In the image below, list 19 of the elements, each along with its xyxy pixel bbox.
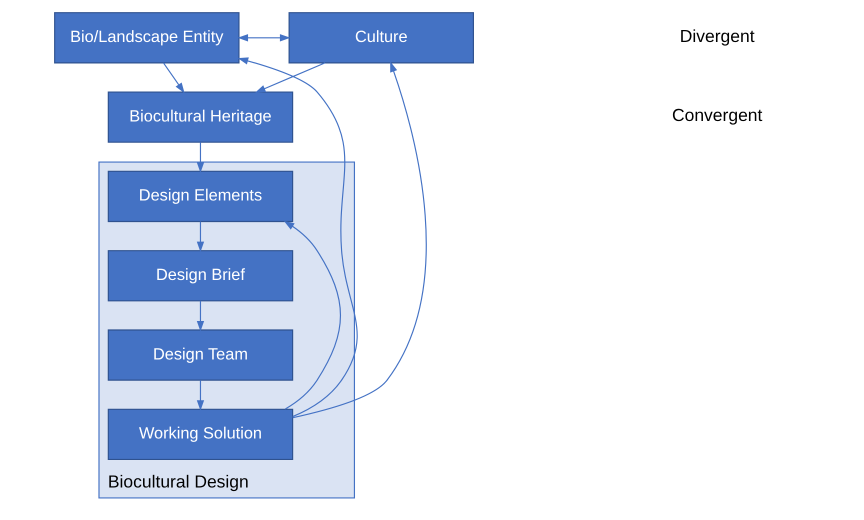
arrow — [196, 142, 204, 173]
node-box: Biocultural Heritage — [108, 91, 294, 143]
node-box: Bio/Landscape Entity — [54, 12, 240, 64]
node-box: Design Elements — [108, 170, 294, 222]
arrow — [292, 61, 427, 418]
arrow — [238, 57, 358, 418]
arrow — [255, 62, 326, 93]
arrow — [284, 220, 341, 410]
arrow — [196, 300, 204, 332]
label: Divergent — [680, 26, 755, 46]
arrow — [163, 62, 185, 94]
node-box: Design Team — [108, 329, 294, 381]
arrow — [196, 222, 204, 252]
arrow — [196, 380, 204, 411]
node-box: Culture — [288, 12, 474, 64]
node-box: Working Solution — [108, 408, 294, 460]
node-box: Design Brief — [108, 250, 294, 302]
arrow — [238, 34, 290, 42]
label: Convergent — [672, 105, 762, 126]
